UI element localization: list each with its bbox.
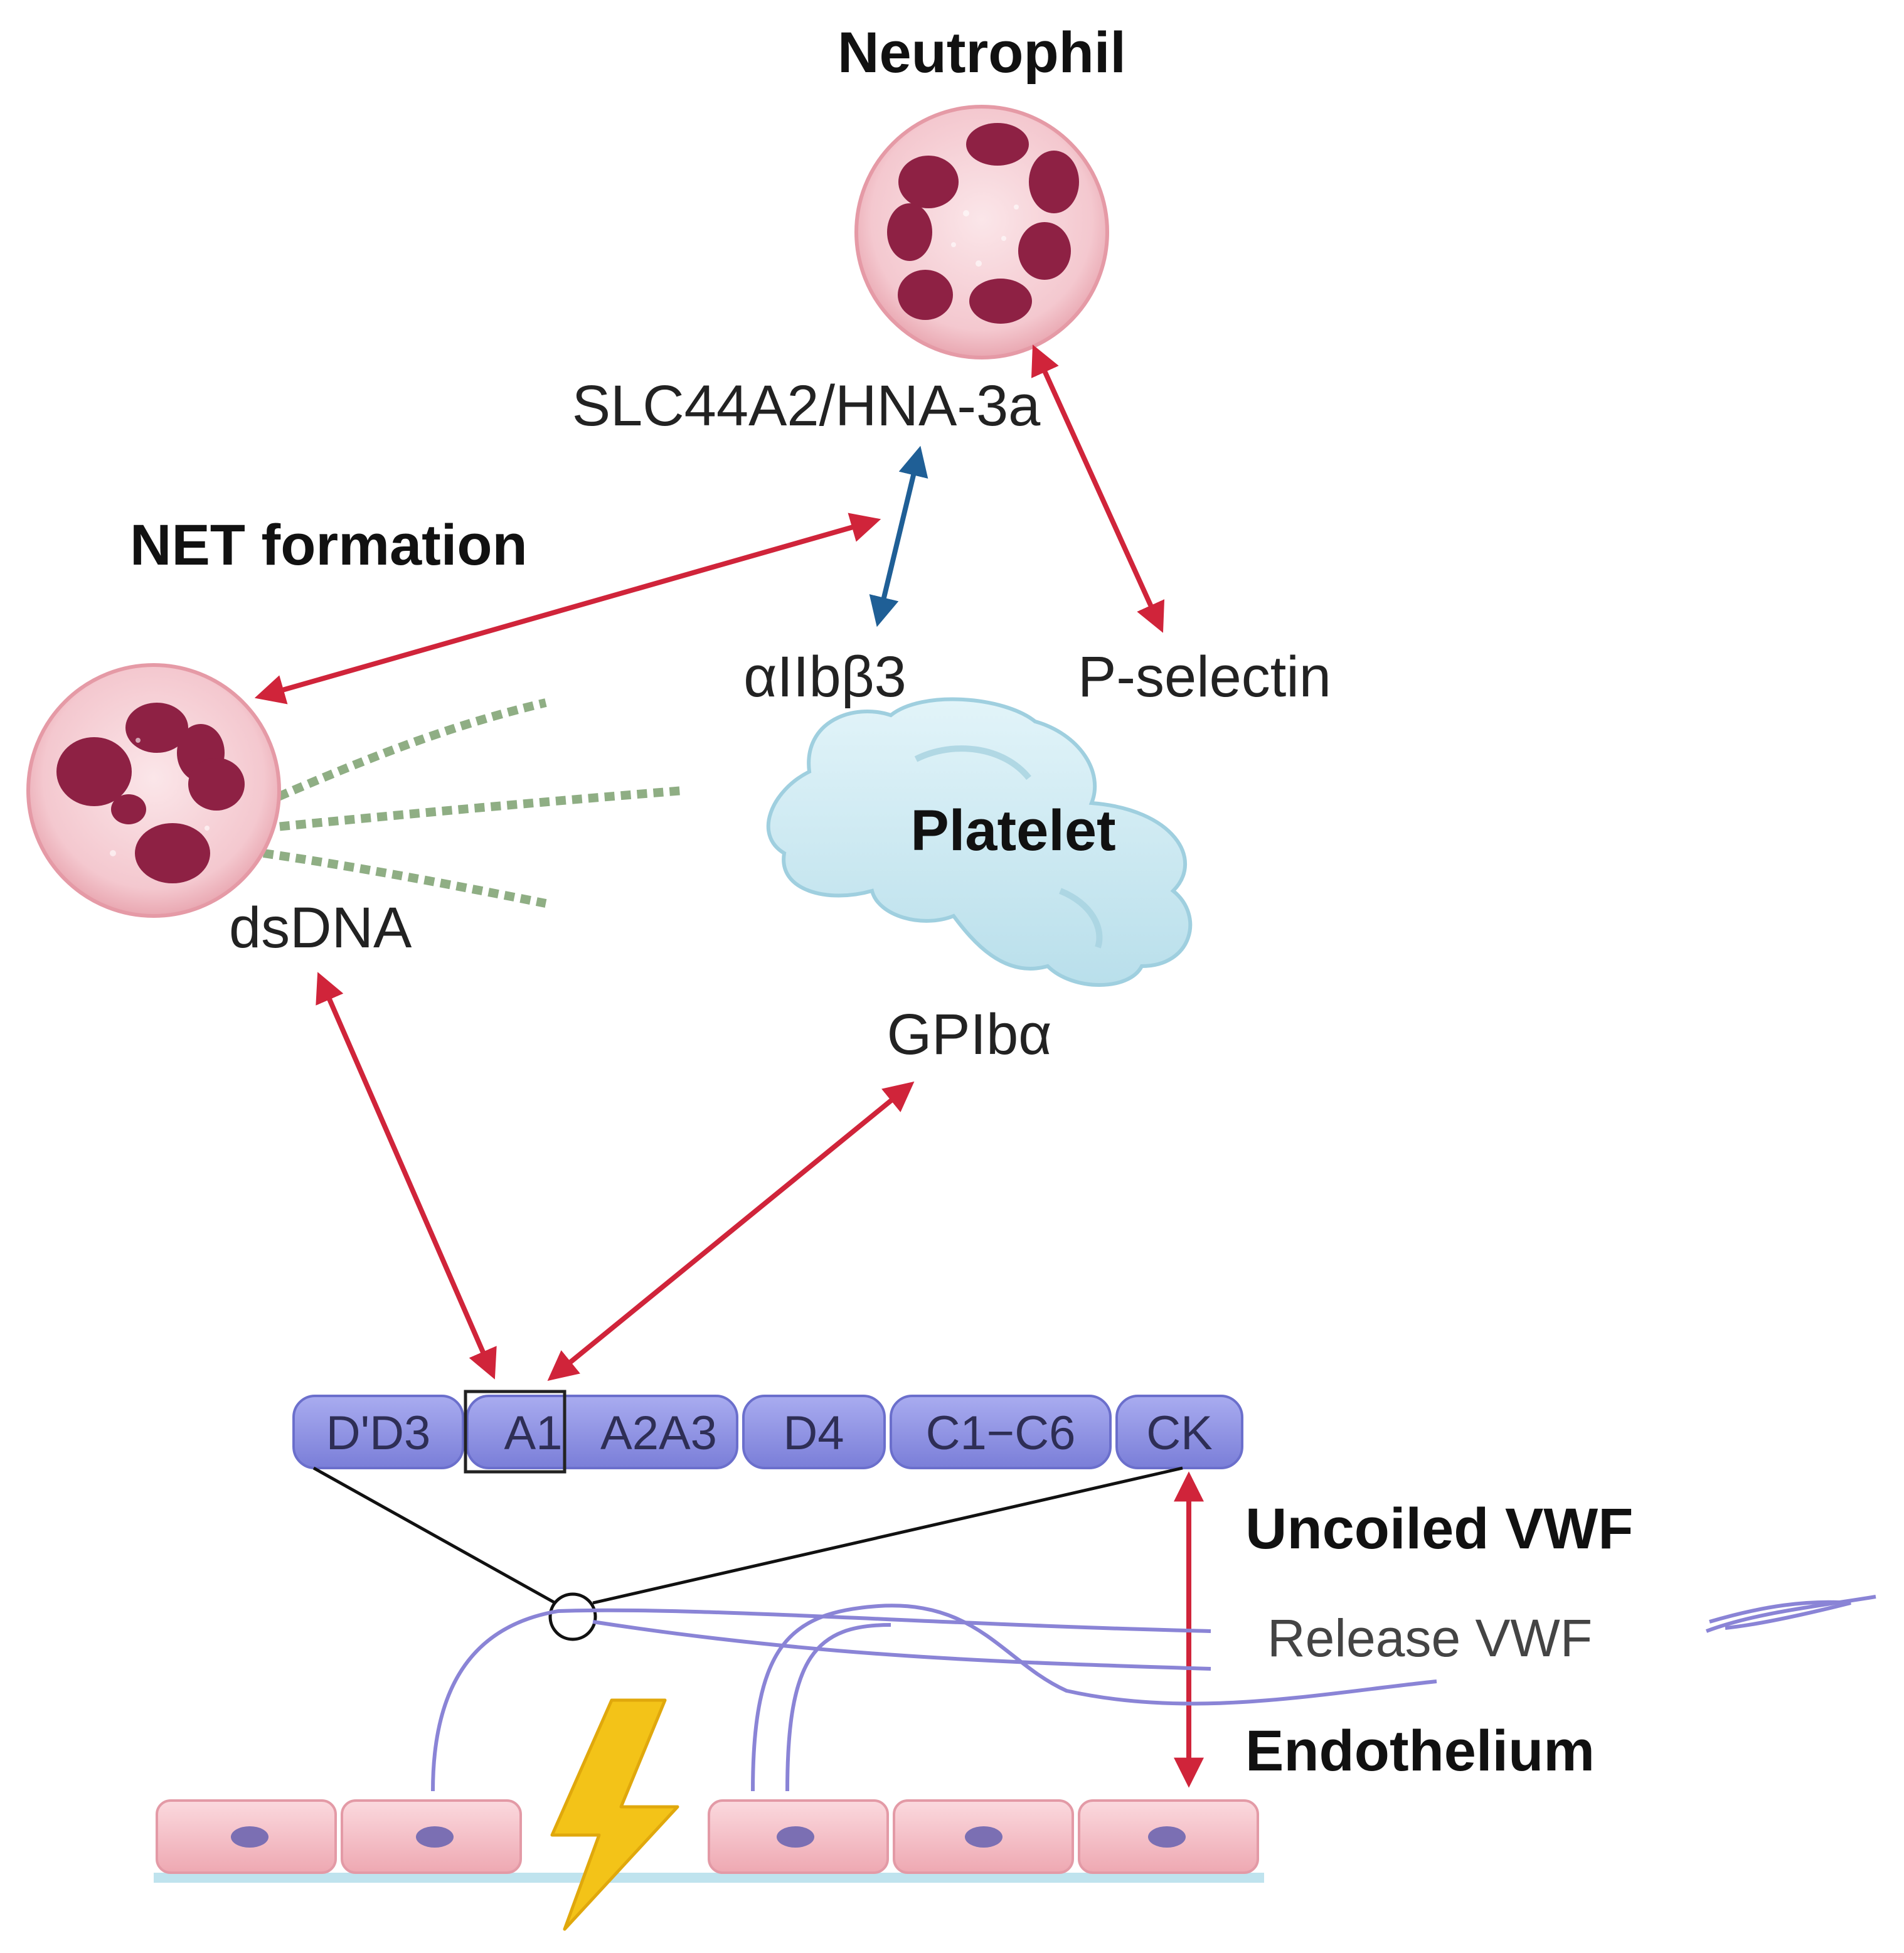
dna-strands (262, 698, 684, 908)
endothelial-cell-icon (341, 1799, 522, 1874)
endothelial-cell-icon (708, 1799, 889, 1874)
domain-label-dd3: D'D3 (326, 1407, 431, 1460)
uncoiled-vwf-label: Uncoiled VWF (1245, 1497, 1633, 1561)
vwf-domain-bar: D'D3 A1 A2A3 D4 C1−C6 CK (292, 1390, 1243, 1474)
endothelial-cell-icon (1078, 1799, 1259, 1874)
net-neutrophil-icon (26, 663, 281, 918)
zoom-callout (312, 1466, 1183, 1641)
arrow-neutrophil-to-p-selectin (1031, 344, 1165, 633)
vwf-domain-a1a2a3 (466, 1395, 738, 1469)
gpiba-label: GPIbα (887, 1003, 1052, 1067)
platelet-label: Platelet (910, 799, 1115, 863)
p-selectin-label: P-selectin (1078, 645, 1331, 709)
domain-label-c1c6: C1−C6 (926, 1407, 1076, 1460)
neutrophil-label: Neutrophil (838, 21, 1126, 85)
vwf-domain-c1c6 (890, 1395, 1112, 1469)
endothelium-layer (154, 1799, 1264, 1883)
lightning-icon (550, 1698, 679, 1931)
aiibb3-label: αIIbβ3 (743, 645, 907, 709)
vwf-domain-d4 (742, 1395, 886, 1469)
vwf-domain-dd3 (292, 1395, 464, 1469)
domain-label-ck: CK (1146, 1407, 1213, 1460)
release-vwf-label: Release VWF (1267, 1609, 1592, 1668)
arrow-net-to-slc44a2 (254, 513, 881, 705)
neutrophil-cell-icon (854, 105, 1109, 359)
net-formation-label: NET formation (130, 513, 528, 577)
arrow-slc44a2-to-aiibb3 (869, 445, 928, 627)
endothelial-cell-icon (156, 1799, 337, 1874)
endothelial-cell-icon (893, 1799, 1074, 1874)
arrow-gpiba-to-a1 (547, 1081, 915, 1381)
domain-label-d4: D4 (783, 1407, 844, 1460)
slc44a2-label: SLC44A2/HNA-3a (572, 374, 1041, 438)
vwf-strands (431, 1595, 1876, 1792)
endothelium-label: Endothelium (1245, 1719, 1595, 1783)
platelet-icon (766, 697, 1193, 987)
domain-label-a2a3: A2A3 (600, 1407, 717, 1460)
interaction-arrows (254, 344, 1204, 1788)
domain-label-a1: A1 (504, 1407, 563, 1460)
dsdna-label: dsDNA (229, 896, 412, 960)
a1-highlight-box (464, 1390, 566, 1474)
arrow-dsdna-to-a1 (316, 972, 497, 1380)
